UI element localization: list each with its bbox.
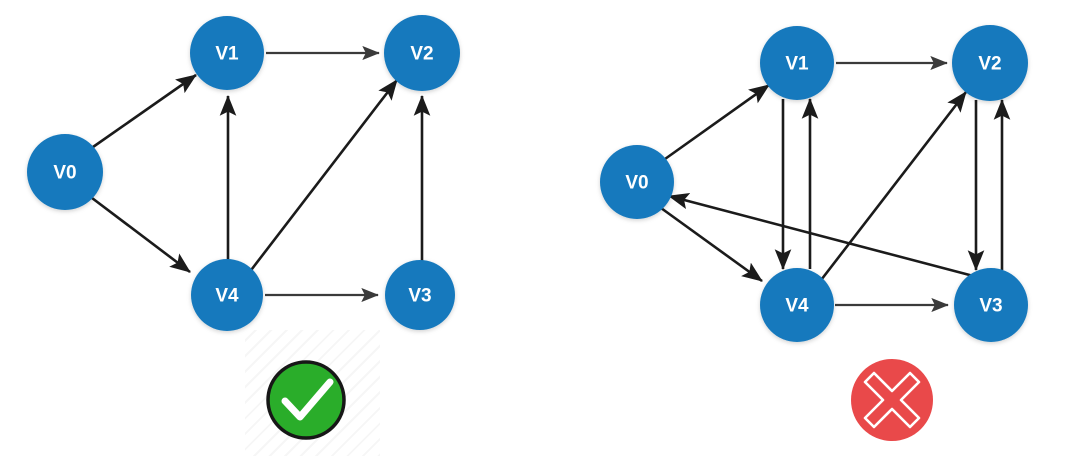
node-v0-label: V0 xyxy=(53,163,76,184)
node-v2[interactable]: V2 xyxy=(384,15,460,91)
node-r-v3[interactable]: V3 xyxy=(954,268,1028,342)
node-r-v4[interactable]: V4 xyxy=(760,268,834,342)
node-v4-label: V4 xyxy=(215,286,239,307)
check-icon xyxy=(266,360,346,440)
right-graph-edges xyxy=(660,55,1011,313)
right-graph-nodes: V0 V1 V2 V3 V4 xyxy=(600,25,1028,342)
left-graph-edges xyxy=(91,45,431,303)
edge-v0-v4 xyxy=(91,196,191,274)
node-v3[interactable]: V3 xyxy=(385,260,455,330)
node-r-v4-label: V4 xyxy=(785,296,809,317)
node-v2-label: V2 xyxy=(410,44,433,65)
node-r-v0-label: V0 xyxy=(625,173,648,194)
node-v3-label: V3 xyxy=(408,286,431,307)
node-r-v2-label: V2 xyxy=(978,54,1001,75)
edge-v4-v2 xyxy=(243,79,399,279)
node-r-v2[interactable]: V2 xyxy=(952,25,1028,101)
node-v0[interactable]: V0 xyxy=(27,134,103,210)
cross-icon xyxy=(851,359,933,441)
node-v1[interactable]: V1 xyxy=(190,16,264,90)
node-v4[interactable]: V4 xyxy=(191,259,263,331)
node-r-v1[interactable]: V1 xyxy=(760,26,834,100)
edge-r-v0-v1 xyxy=(664,83,770,161)
node-r-v1-label: V1 xyxy=(785,54,809,75)
edge-r-v3-v0 xyxy=(667,192,1001,285)
node-r-v3-label: V3 xyxy=(979,296,1002,317)
edge-r-v0-v4 xyxy=(660,206,763,283)
edge-v0-v1 xyxy=(92,73,197,149)
edge-r-v4-v2 xyxy=(816,91,968,285)
left-graph-nodes: V0 V1 V2 V3 V4 xyxy=(27,15,460,331)
node-r-v0[interactable]: V0 xyxy=(600,145,674,219)
node-v1-label: V1 xyxy=(215,44,239,65)
